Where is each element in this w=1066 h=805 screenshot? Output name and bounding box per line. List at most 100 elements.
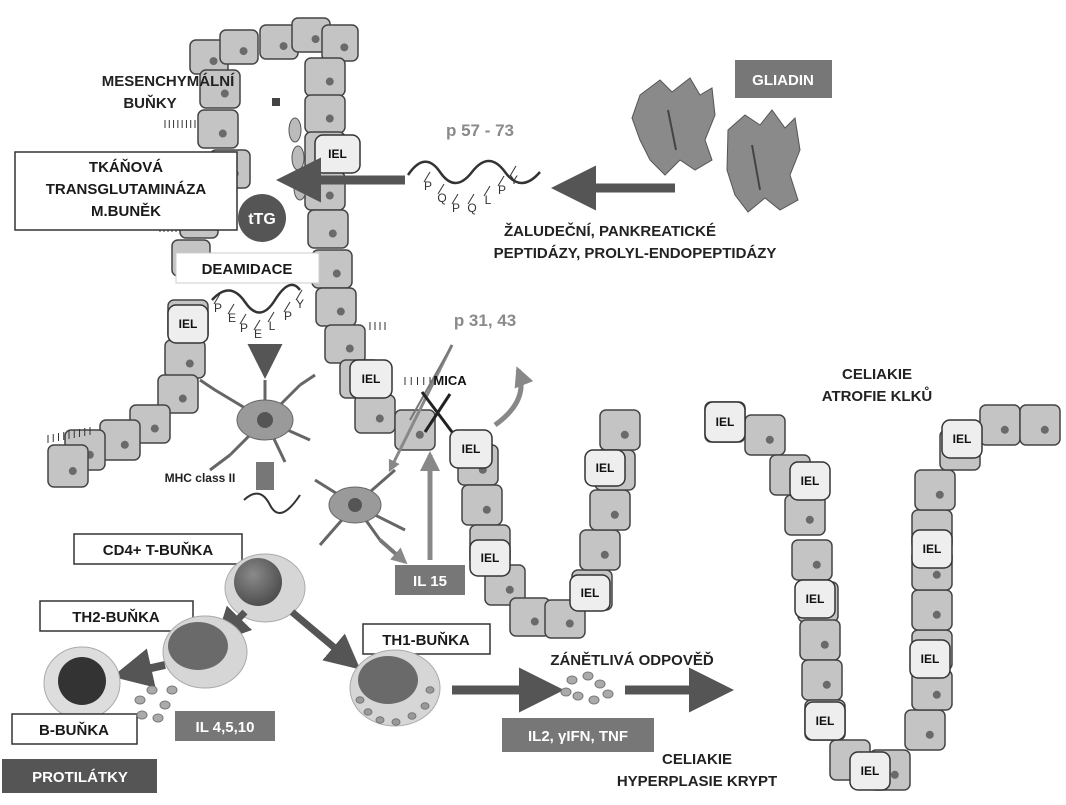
cytokine-dot [134, 695, 146, 705]
crypt-cell-nucleus [610, 510, 619, 519]
iel-label: IEL [953, 432, 972, 446]
left-villus-cell [197, 109, 239, 149]
native-residue: P [498, 183, 506, 197]
villus-cell-nucleus [345, 344, 354, 353]
atrophy-cell [914, 469, 956, 511]
deamidated-residue: E [254, 327, 262, 341]
tissue-tg-line-3: M.BUNĚK [91, 202, 161, 220]
cytokine-dot [566, 675, 578, 685]
residue-tick [213, 293, 221, 305]
crypt-cell [509, 597, 551, 637]
iel-label: IEL [581, 586, 600, 600]
villus-cell-nucleus [311, 35, 320, 44]
residue-tick [295, 289, 303, 301]
cytokine-dot [425, 686, 435, 694]
iel-label: IEL [179, 317, 198, 331]
mhc-molecule [256, 462, 274, 490]
cd4-box [73, 533, 243, 565]
villus-cell-nucleus [336, 307, 345, 316]
crypt-cell-nucleus [620, 430, 629, 439]
deamidated-residue: E [228, 311, 236, 325]
crypt-cell-nucleus [600, 550, 609, 559]
atrophy-cell-nucleus [1000, 425, 1009, 434]
apc-nucleus [257, 412, 273, 428]
tissue-tg-line-1: TKÁŇOVÁ [89, 158, 163, 176]
cytokine-dot [560, 687, 572, 697]
th1-label: TH1-BUŇKA [382, 631, 470, 649]
cytokine-dot [572, 691, 584, 701]
iel-label: IEL [716, 415, 735, 429]
villus-cell-nucleus [325, 191, 334, 200]
atrophy-cell-nucleus [822, 680, 831, 689]
villus-cell [324, 324, 366, 364]
residue-tick [267, 311, 275, 323]
cytokine-dot [355, 696, 365, 704]
iel-label: IEL [816, 714, 835, 728]
b-cell-label: B-BUŇKA [39, 721, 109, 739]
mhc-label: MHC class II [165, 471, 236, 485]
residue-tick [239, 313, 247, 325]
arrow-cd4-to-th1 [289, 609, 361, 670]
cytokine-dot [602, 689, 614, 699]
inflammatory-cytokine-dots [560, 671, 614, 705]
b-cell-nucleus [58, 657, 106, 705]
villus-cell [315, 287, 357, 327]
atrophy-cell [979, 404, 1021, 446]
celiac-hyperplasia-line-1: CELIAKIE [662, 751, 732, 768]
villus-cell [307, 209, 349, 249]
iel-cell [569, 574, 611, 612]
left-villus-cell-nucleus [220, 89, 229, 98]
tissue-tg-line-2: TRANSGLUTAMINÁZA [46, 181, 207, 198]
atrophy-cell-nucleus [932, 570, 941, 579]
left-villus-cell [47, 444, 89, 488]
arrow-th2-to-b [112, 648, 166, 688]
mhc-peptide [243, 492, 301, 514]
iel-cell [314, 134, 361, 174]
native-peptide-chain [406, 159, 541, 185]
atrophy-cell-nucleus [932, 690, 941, 699]
atrophy-cell-nucleus [890, 770, 899, 779]
villus-cell [321, 24, 359, 62]
villus-cell [304, 94, 346, 134]
th2-box [39, 600, 194, 632]
mesenchymal-cell [288, 117, 302, 143]
mesenchymal-line-2: BUŇKY [123, 94, 176, 112]
atrophy-cell [911, 589, 953, 631]
il15-label: IL 15 [413, 573, 447, 590]
gliadin-fragments [631, 77, 801, 213]
deamidated-residue: Y [296, 297, 304, 311]
atrophy-cell-nucleus [805, 515, 814, 524]
residue-tick [497, 175, 505, 187]
residue-tick [227, 303, 235, 315]
crypt-cell-nucleus [482, 505, 491, 514]
mesenchymal-marker [272, 98, 280, 106]
residue-tick [451, 193, 459, 205]
th1-granules [355, 686, 435, 726]
crypt-cell [589, 489, 631, 531]
iel-cell [167, 304, 209, 344]
dendritic-cell-2 [314, 468, 406, 546]
iel-label: IEL [921, 652, 940, 666]
iel-cell [704, 401, 746, 443]
atrophy-cell [1019, 404, 1061, 446]
residue-tick [467, 193, 475, 205]
antibodies-tag [2, 759, 157, 793]
crypt-cell [599, 409, 641, 451]
atrophy-cell [744, 414, 786, 456]
arrow-dc-to-il15 [378, 538, 408, 565]
iel-label: IEL [328, 147, 347, 161]
left-villus-cell-nucleus [209, 57, 218, 66]
deamidated-residue: P [284, 309, 292, 323]
crypt-cell-nucleus [415, 430, 424, 439]
atrophy-cell-nucleus [925, 730, 934, 739]
dc2-nucleus [348, 498, 362, 512]
residue-tick [483, 185, 491, 197]
deamidated-peptide-chain [211, 283, 302, 314]
villus-cell-nucleus [332, 269, 341, 278]
cytokine-dot [582, 671, 594, 681]
cytokine-dot [420, 702, 430, 710]
crypt-cell [394, 409, 436, 451]
